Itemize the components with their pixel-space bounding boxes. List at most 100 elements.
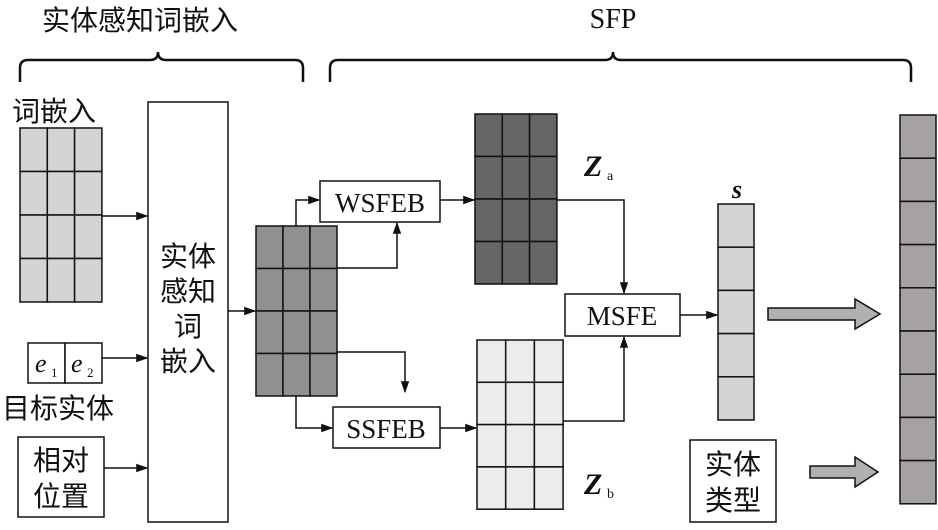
section-label-sfp: SFP xyxy=(590,4,637,35)
entity-aware-matrix-cell xyxy=(282,352,311,397)
entity-aware-matrix-cell xyxy=(255,225,284,270)
arrow-matrix-to-wsfeb xyxy=(295,195,321,226)
s-vector-cell xyxy=(717,203,755,248)
relative-position-line1: 相对 xyxy=(33,444,89,477)
entity-e1-subscript: 1 xyxy=(51,365,58,380)
word-embedding-cell xyxy=(46,127,76,173)
block-arrow-s-to-output xyxy=(767,297,882,331)
zb-matrix-cell xyxy=(504,423,536,468)
arrow-matrix-to-ssfeb xyxy=(295,396,334,433)
brace-entity-aware xyxy=(18,51,305,82)
arrow-zb-to-msfe xyxy=(563,335,629,422)
output-vector xyxy=(899,114,937,505)
word-embedding-label: 词嵌入 xyxy=(12,95,96,128)
msfe-label: MSFE xyxy=(587,301,658,331)
relative-position-line2: 位置 xyxy=(33,480,89,513)
word-embedding-cell xyxy=(46,257,76,303)
entity-type-box xyxy=(689,439,777,523)
brace-sfp xyxy=(328,51,913,82)
entity-e1-box xyxy=(27,342,66,384)
za-matrix-cell xyxy=(528,198,558,243)
ssfeb-label: SSFEB xyxy=(346,414,426,444)
zb-symbol: Z xyxy=(583,468,602,501)
s-vector-cell xyxy=(717,289,755,335)
entity-aware-matrix-cell xyxy=(309,225,338,270)
zb-matrix-cell xyxy=(533,339,564,384)
output-vector-cell xyxy=(899,459,937,505)
zb-matrix-cell xyxy=(476,339,507,384)
output-vector-cell xyxy=(899,287,937,332)
entity-e1-symbol: e xyxy=(35,349,47,378)
s-vector-cell xyxy=(717,246,755,292)
za-matrix-cell xyxy=(474,113,504,158)
word-embedding-cell xyxy=(73,127,103,173)
entity-aware-matrix-cell xyxy=(309,310,338,355)
entity-aware-matrix-cell xyxy=(282,225,311,270)
word-embedding-cell xyxy=(73,170,103,216)
zb-matrix-cell xyxy=(476,381,507,426)
word-embedding-cell xyxy=(19,170,49,216)
entity-aware-matrix-cell xyxy=(309,352,338,397)
s-vector-label: s xyxy=(731,175,742,204)
zb-subscript: b xyxy=(607,487,614,502)
entity-e2-symbol: e xyxy=(71,349,83,378)
za-matrix-cell xyxy=(528,113,558,158)
entity-e2-subscript: 2 xyxy=(87,365,94,380)
arrow-za-to-msfe xyxy=(557,199,629,295)
za-matrix-cell xyxy=(474,155,504,200)
entity-aware-matrix-cell xyxy=(282,310,311,355)
arrow-matrix-to-ssfeb-branch xyxy=(337,351,410,394)
zb-matrix-cell xyxy=(504,466,536,510)
zb-matrix-cell xyxy=(533,423,564,468)
zb-matrix xyxy=(476,339,564,510)
output-vector-cell xyxy=(899,330,937,375)
za-matrix-cell xyxy=(474,198,504,243)
target-entity-label: 目标实体 xyxy=(2,392,114,425)
za-matrix-cell xyxy=(501,155,531,200)
zb-matrix-cell xyxy=(533,381,564,426)
wsfeb-label: WSFEB xyxy=(335,188,425,218)
output-vector-cell xyxy=(899,243,937,289)
word-embedding-cell xyxy=(73,257,103,303)
za-matrix-cell xyxy=(474,240,504,285)
entity-aware-matrix-cell xyxy=(309,267,338,312)
s-vector xyxy=(717,203,755,421)
center-block-line2: 感知 xyxy=(160,275,216,308)
center-block-line4: 嵌入 xyxy=(160,345,216,378)
center-block-line3: 词 xyxy=(174,310,202,343)
zb-matrix-cell xyxy=(504,381,536,426)
za-subscript: a xyxy=(607,169,614,184)
entity-e2-box xyxy=(64,342,103,384)
output-vector-cell xyxy=(899,373,937,419)
za-matrix-cell xyxy=(501,113,531,158)
entity-aware-embedding-block xyxy=(147,101,229,523)
entity-aware-matrix xyxy=(255,225,338,397)
center-block-line1: 实体 xyxy=(160,240,216,273)
za-symbol: Z xyxy=(583,150,602,183)
entity-type-line1: 实体 xyxy=(705,448,761,481)
za-matrix-cell xyxy=(501,240,531,285)
za-matrix xyxy=(474,113,558,285)
entity-aware-matrix-cell xyxy=(282,267,311,312)
word-embedding-cell xyxy=(19,257,49,303)
relative-position-box xyxy=(17,436,105,518)
output-vector-cell xyxy=(899,157,937,203)
output-vector-cell xyxy=(899,114,937,159)
za-matrix-cell xyxy=(528,240,558,285)
entity-aware-matrix-cell xyxy=(255,352,284,397)
za-matrix-cell xyxy=(528,155,558,200)
output-vector-cell xyxy=(899,200,937,246)
zb-matrix-cell xyxy=(476,466,507,510)
msfe-box xyxy=(564,293,681,337)
zb-matrix-cell xyxy=(533,466,564,510)
s-vector-cell xyxy=(717,332,755,378)
arrow-matrix-to-wsfeb-branch xyxy=(337,221,402,269)
word-embedding-cell xyxy=(46,170,76,216)
word-embedding-cell xyxy=(19,214,49,260)
output-vector-cell xyxy=(899,416,937,462)
s-vector-cell xyxy=(717,376,755,421)
zb-matrix-cell xyxy=(476,423,507,468)
entity-type-line2: 类型 xyxy=(705,484,761,517)
